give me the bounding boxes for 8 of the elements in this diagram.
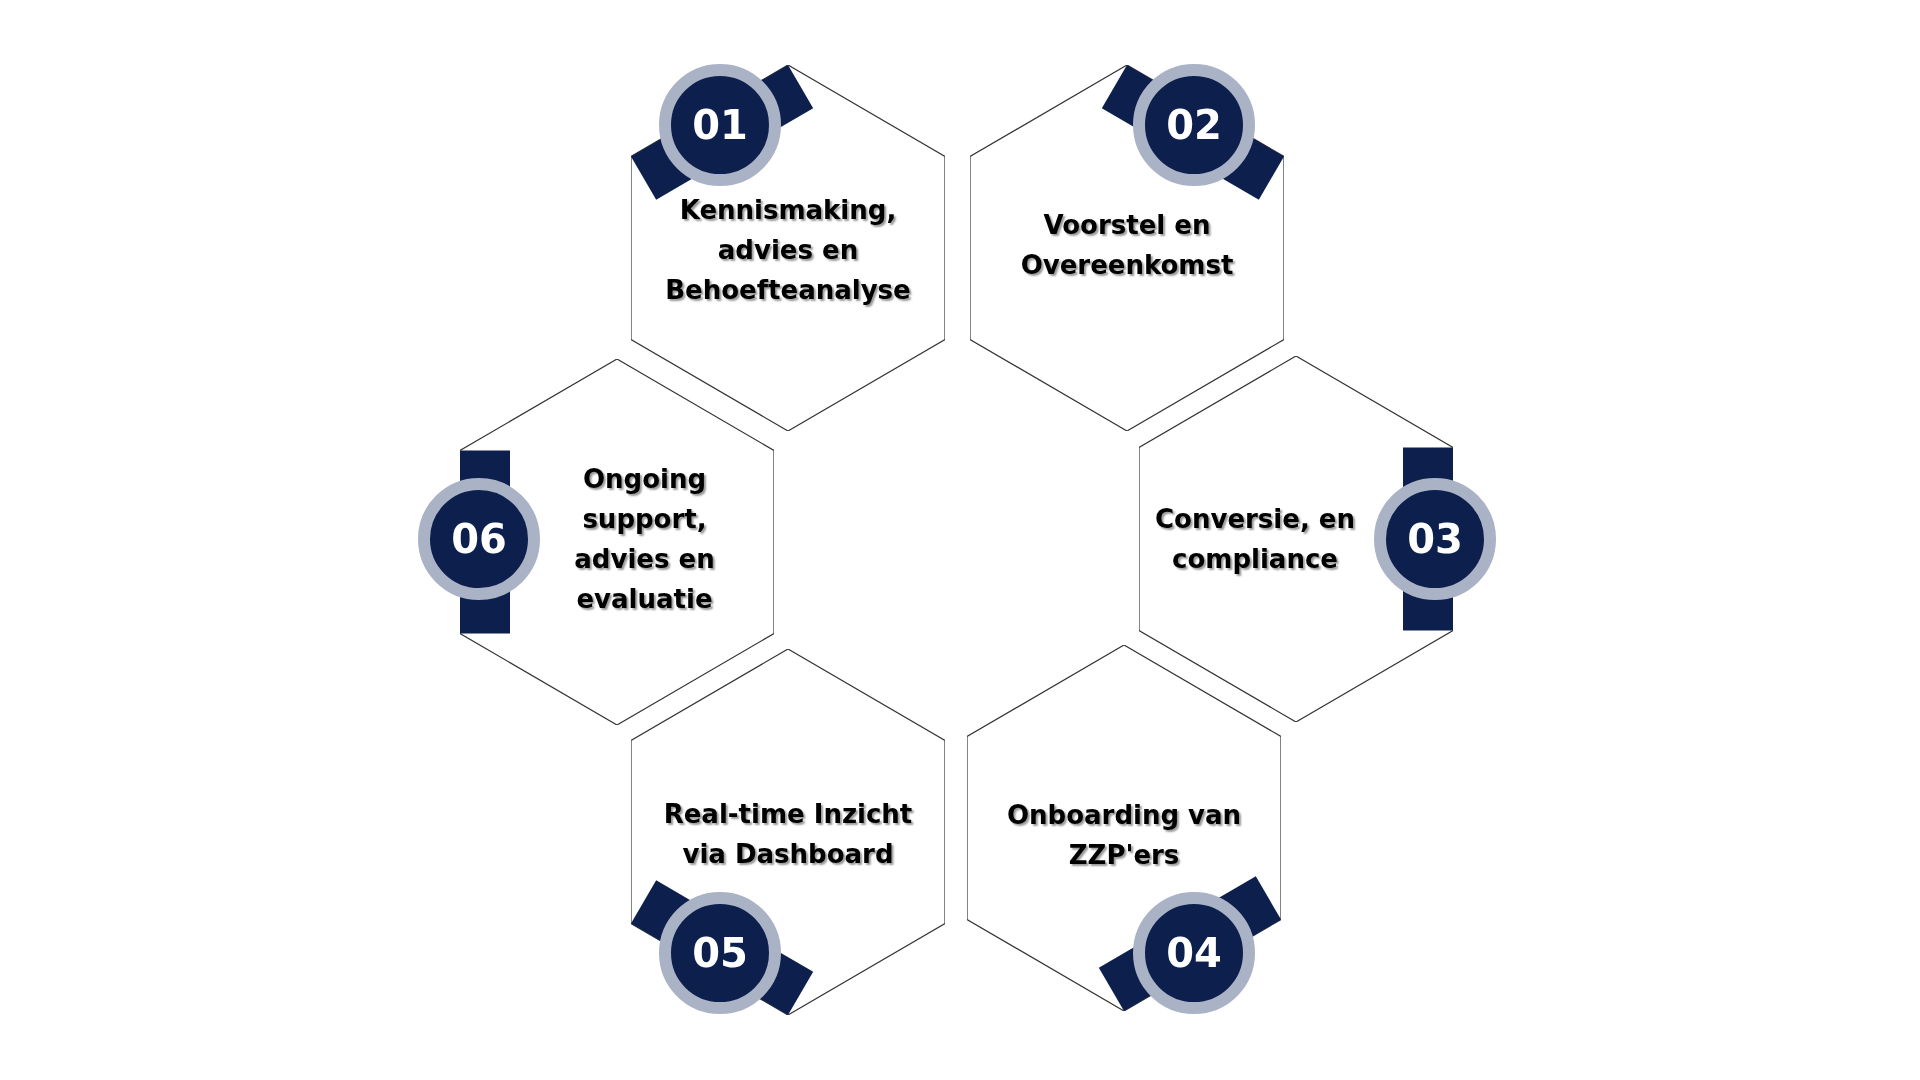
- step-title: Kennismaking, advies en Behoefteanalyse: [664, 194, 912, 307]
- step-number: 06: [418, 478, 540, 600]
- step-title: Ongoing support, advies en evaluatie: [573, 463, 716, 616]
- step-title: Conversie, en compliance: [1154, 503, 1356, 576]
- step-title: Onboarding van ZZP'ers: [1005, 799, 1243, 872]
- step-title: Real-time Inzicht via Dashboard: [662, 798, 914, 871]
- step-title: Voorstel en Overeenkomst: [1019, 209, 1235, 282]
- step-number: 03: [1374, 478, 1496, 600]
